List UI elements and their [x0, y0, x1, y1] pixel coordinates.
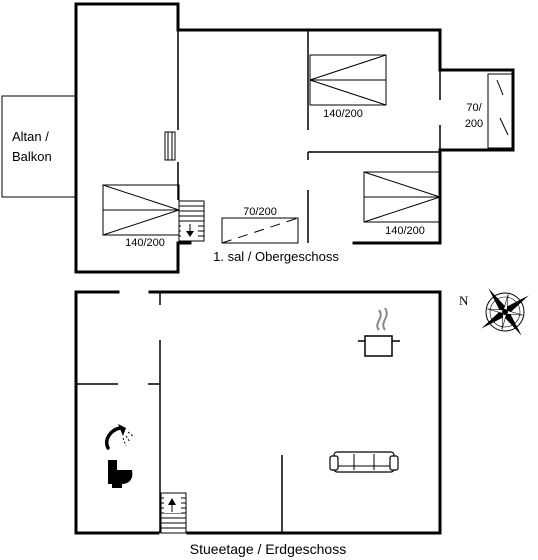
bed-size-label: 140/200: [385, 225, 425, 237]
radiator-icon: [164, 131, 176, 161]
toilet-icon: [108, 460, 133, 488]
balcony-label: Altan /: [12, 129, 49, 144]
compass-rose-icon: [481, 288, 529, 336]
bed-icon: [309, 54, 387, 106]
ground-floor: Stueetage / Erdgeschoss: [74, 290, 442, 557]
upper-floor-walls: [74, 2, 515, 274]
ground-floor-walls: [74, 290, 442, 535]
bed-icon: [363, 171, 441, 223]
shower-icon: [105, 424, 135, 450]
bed-size-label: 70/: [466, 102, 482, 114]
bed-size-label: 200: [465, 118, 483, 130]
bed-size-label: 140/200: [323, 108, 363, 120]
bed-icon: [487, 73, 513, 149]
bed-size-label: 70/200: [243, 206, 277, 218]
stairs-icon: [160, 492, 187, 534]
bed-size-label: 140/200: [125, 237, 165, 249]
sofa-icon: [329, 451, 399, 473]
ground-floor-title: Stueetage / Erdgeschoss: [190, 541, 346, 557]
bed-icon: [102, 184, 180, 236]
bed-icon: [221, 217, 299, 244]
balcony-label: Balkon: [12, 149, 52, 164]
cooking-pot-icon: [358, 307, 400, 357]
north-label: N: [459, 293, 469, 308]
upper-floor: 140/200 140/200 140/200 70/200: [1, 2, 515, 274]
upper-floor-title: 1. sal / Obergeschoss: [213, 249, 339, 264]
balcony: [1, 95, 76, 198]
stairs-icon: [178, 200, 205, 242]
